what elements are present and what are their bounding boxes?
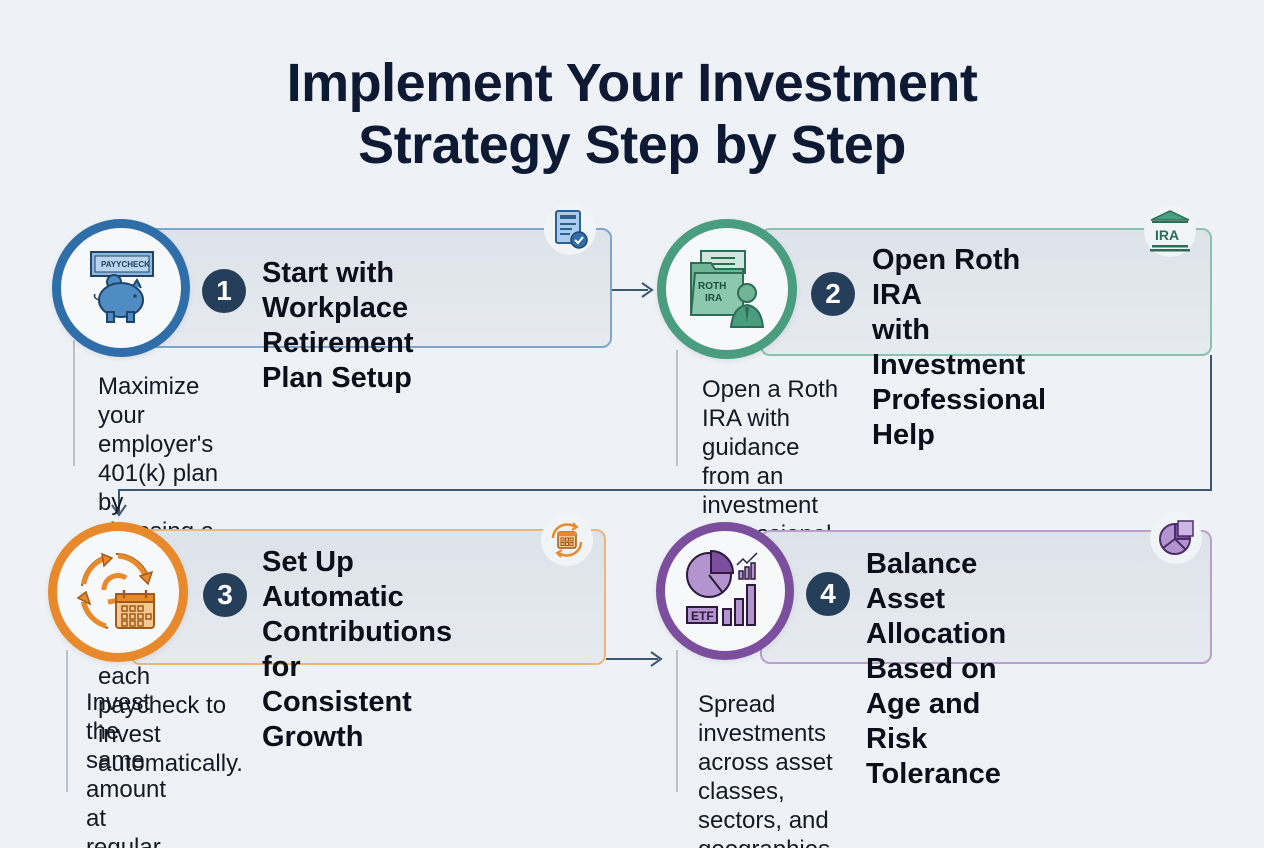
svg-text:IRA: IRA (1155, 227, 1179, 243)
calendar-cycle-icon (541, 514, 593, 566)
connector-2-down (1210, 355, 1212, 491)
step-2-title: Open Roth IRA with Investment Profession… (872, 244, 1047, 451)
step-1-icon-circle: PAYYCHECK (52, 219, 190, 357)
ira-bank-icon: IRA (1144, 205, 1196, 257)
step-3-number: 3 (203, 573, 247, 617)
svg-text:PAYYCHECK: PAYYCHECK (101, 260, 150, 269)
arrow-down-icon (111, 504, 127, 517)
document-check-icon (544, 203, 596, 255)
step-1-number: 1 (202, 269, 246, 313)
step-1-card (140, 228, 612, 348)
pie-chart-icon (1150, 512, 1202, 564)
step-3-title: Set Up Automatic Contributions for Consi… (262, 546, 453, 753)
step-1-side-line (73, 340, 75, 466)
connector-3-drop (118, 489, 120, 513)
step-1-title: Start with Workplace Retirement Plan Set… (262, 257, 414, 394)
step-4-icon-circle: ETF (656, 522, 794, 660)
page-title: Implement Your Investment Strategy Step … (0, 52, 1264, 176)
pie-chart-etf-icon: ETF (686, 549, 758, 626)
step-2-icon-circle: ROTH IRA (657, 219, 797, 359)
step-4-side-line (676, 650, 678, 792)
svg-text:ROTH: ROTH (698, 281, 726, 292)
connector-3-to-4 (606, 658, 658, 660)
piggy-bank-paycheck-icon: PAYYCHECK (90, 251, 154, 323)
step-4-description: Spread investments across asset classes,… (698, 691, 833, 848)
step-4-number: 4 (806, 572, 850, 616)
arrow-right-icon (650, 651, 663, 667)
title-line-2: Strategy Step by Step (358, 115, 906, 175)
svg-text:IRA: IRA (705, 293, 722, 304)
title-line-1: Implement Your Investment (286, 53, 978, 113)
arrow-right-icon (641, 282, 654, 298)
step-3-description: Invest the same amount at regular interv… (86, 689, 167, 848)
roth-ira-folder-advisor-icon: ROTH IRA (689, 250, 765, 328)
step-3-icon-circle (48, 522, 188, 662)
step-2-side-line (676, 350, 678, 466)
step-3-side-line (66, 650, 68, 792)
svg-text:ETF: ETF (691, 609, 714, 623)
step-4-title: Balance Asset Allocation Based on Age an… (866, 548, 1007, 790)
step-2-number: 2 (811, 272, 855, 316)
recurring-calendar-icon (76, 552, 155, 629)
connector-2-to-3-horizontal (118, 489, 1212, 491)
connector-1-to-2 (612, 289, 648, 291)
